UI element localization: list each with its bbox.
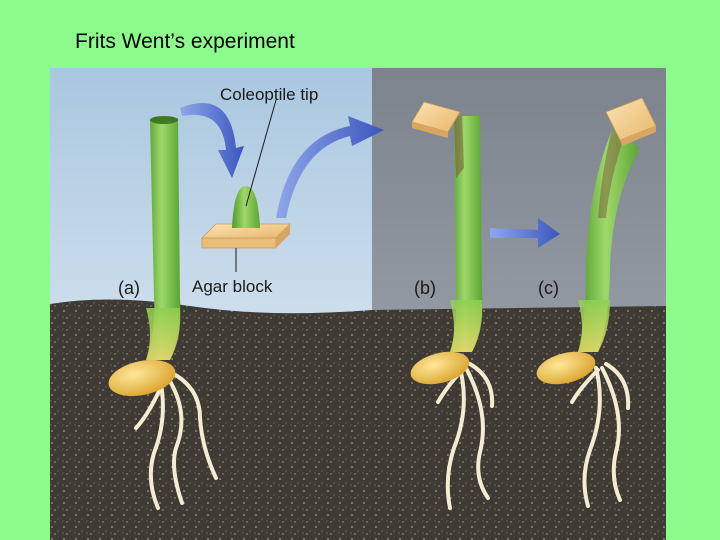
coleoptile-tip-on-agar: [201, 186, 291, 249]
seedling-a: [108, 116, 218, 510]
label-agar-block: Agar block: [192, 277, 273, 296]
label-coleoptile-tip: Coleoptile tip: [220, 85, 318, 104]
label-panel-a: (a): [118, 278, 140, 298]
went-experiment-figure: Coleoptile tip Agar block (a) (b): [50, 68, 666, 540]
label-panel-b: (b): [414, 278, 436, 298]
soil: [50, 299, 666, 540]
label-panel-c: (c): [538, 278, 559, 298]
arrow-b-to-c-icon: [490, 218, 560, 248]
seedling-b: [410, 101, 495, 510]
seedling-c: [536, 97, 657, 508]
slide-title: Frits Went’s experiment: [75, 30, 295, 53]
arrow-agar-to-seedling-icon: [276, 116, 384, 218]
tip-leader-line: [245, 99, 277, 207]
arrow-tip-to-agar-icon: [180, 103, 244, 178]
